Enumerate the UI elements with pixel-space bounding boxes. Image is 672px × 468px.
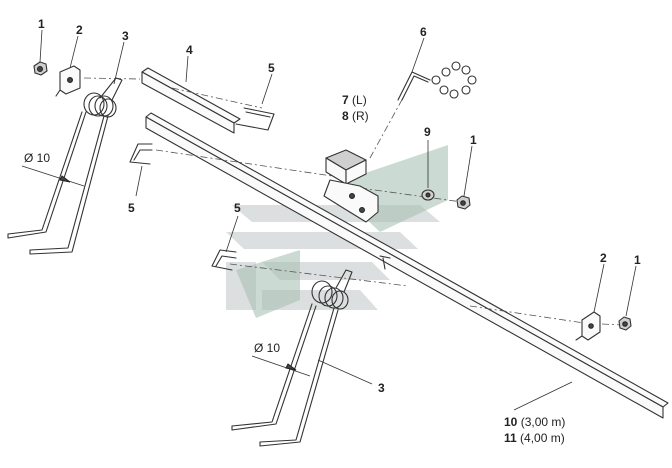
u-bolt-upper <box>235 107 275 131</box>
nut-middle <box>456 195 471 210</box>
assembly-axes <box>83 77 623 326</box>
callout-nut-top-left: 1 <box>38 17 45 31</box>
callout-long-bar-4m: 11 (4,00 m) <box>504 431 565 445</box>
u-bolt-left <box>129 143 153 165</box>
callout-u-bolt-middle: 5 <box>234 201 241 215</box>
bracket-top-left <box>55 65 81 97</box>
callout-spring-tine-top-left: 3 <box>122 29 129 43</box>
callout-u-bolt-upper: 5 <box>268 61 275 75</box>
u-bolt-middle <box>211 249 237 271</box>
spring-tine-top-left <box>7 77 123 255</box>
callout-washer: 9 <box>424 125 431 139</box>
diameter-label-lower: Ø 10 <box>254 341 280 355</box>
callout-bracket-top-left: 2 <box>76 23 83 37</box>
callout-labels: 1 2 3 4 5 6 7 (L) 8 (R) 9 1 5 5 2 1 3 10… <box>38 17 641 445</box>
callout-square-bar: 4 <box>186 43 193 57</box>
nut-right <box>618 316 632 331</box>
spring-tine-lower <box>231 269 353 447</box>
callout-chain: 6 <box>420 25 427 39</box>
leader-lines <box>39 29 637 411</box>
bracket-right <box>575 311 601 341</box>
callout-nut-middle: 1 <box>470 133 477 147</box>
nut-top-left <box>33 61 48 76</box>
callout-bracket-right: 2 <box>600 251 607 265</box>
callout-u-bolt-left: 5 <box>128 201 135 215</box>
washer <box>421 189 435 201</box>
diameter-annotation-lower: Ø 10 <box>251 341 311 377</box>
callout-holder-left: 7 (L) <box>342 93 367 107</box>
callout-nut-right: 1 <box>634 253 641 267</box>
tine-holder <box>323 149 379 223</box>
diameter-label-top: Ø 10 <box>24 151 50 165</box>
chain <box>397 61 477 101</box>
callout-spring-tine-lower: 3 <box>378 381 385 395</box>
callout-long-bar-3m: 10 (3,00 m) <box>504 415 565 429</box>
diameter-annotation-top: Ø 10 <box>21 151 85 187</box>
callout-holder-right: 8 (R) <box>342 109 369 123</box>
short-square-bar <box>141 67 241 134</box>
long-square-bar <box>145 112 669 419</box>
